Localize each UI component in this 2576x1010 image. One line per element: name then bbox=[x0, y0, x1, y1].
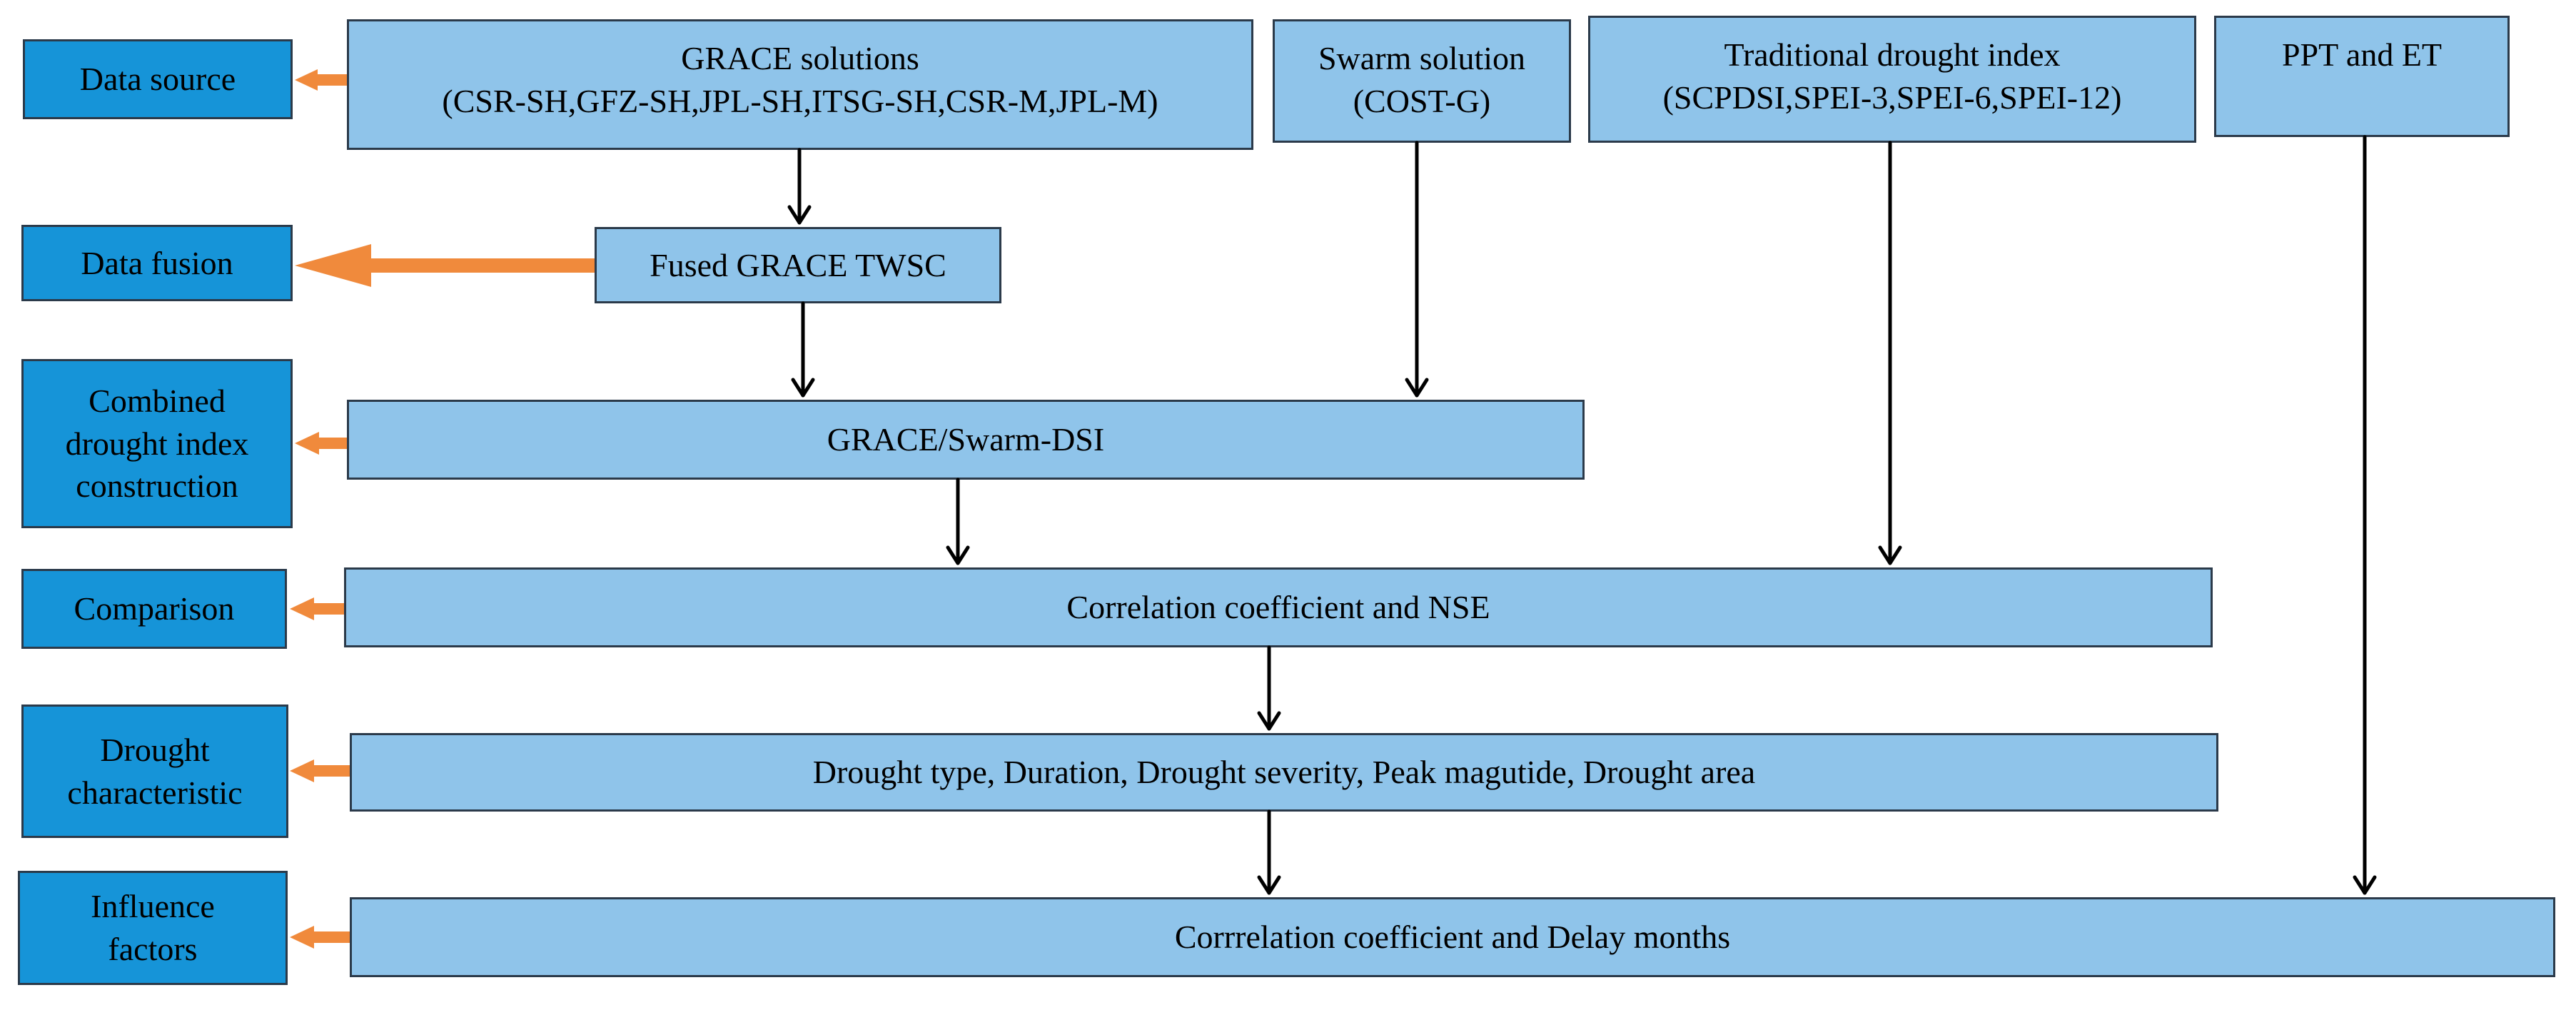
label-influence-factors: Influence factors bbox=[18, 871, 288, 985]
label-line: Drought bbox=[100, 731, 210, 768]
box-line: (CSR-SH,GFZ-SH,JPL-SH,ITSG-SH,CSR-M,JPL-… bbox=[442, 82, 1158, 119]
label-line: Combined bbox=[89, 382, 226, 419]
swarm-solution-box: Swarm solution (COST-G) bbox=[1273, 19, 1571, 143]
orange-arrow-data-source bbox=[295, 69, 347, 91]
label-line: Comparison bbox=[74, 590, 235, 627]
arrow-head bbox=[1257, 711, 1281, 731]
orange-arrow-drought-characteristic bbox=[290, 759, 350, 782]
box-line: GRACE solutions bbox=[681, 40, 919, 76]
arrow-head bbox=[1257, 875, 1281, 895]
box-line: Correlation coefficient and NSE bbox=[1066, 589, 1490, 626]
orange-arrows bbox=[290, 69, 595, 949]
grace-solutions-box: GRACE solutions (CSR-SH,GFZ-SH,JPL-SH,IT… bbox=[347, 19, 1253, 150]
orange-arrow-data-fusion bbox=[295, 244, 595, 287]
label-line: Influence bbox=[91, 888, 215, 925]
box-line: Corrrelation coefficient and Delay month… bbox=[1174, 919, 1731, 956]
arrow-head bbox=[1405, 378, 1429, 398]
box-line: PPT and ET bbox=[2281, 36, 2443, 73]
correlation-nse-box: Correlation coefficient and NSE bbox=[344, 567, 2213, 647]
black-arrows bbox=[787, 135, 2377, 895]
correlation-delay-box: Corrrelation coefficient and Delay month… bbox=[350, 897, 2555, 977]
label-data-source: Data source bbox=[23, 39, 293, 119]
drought-characteristic-box: Drought type, Duration, Drought severity… bbox=[350, 733, 2218, 812]
arrow-head bbox=[787, 205, 812, 225]
label-line: construction bbox=[76, 468, 238, 505]
label-comparison: Comparison bbox=[21, 569, 287, 649]
label-data-fusion: Data fusion bbox=[21, 225, 293, 301]
orange-arrow-influence bbox=[290, 926, 350, 949]
arrow-head bbox=[2353, 875, 2377, 895]
traditional-index-box: Traditional drought index (SCPDSI,SPEI-3… bbox=[1588, 16, 2196, 143]
box-line: (SCPDSI,SPEI-3,SPEI-6,SPEI-12) bbox=[1662, 79, 2122, 116]
box-line: Traditional drought index bbox=[1724, 36, 2061, 73]
label-line: factors bbox=[108, 931, 198, 967]
label-drought-characteristic: Drought characteristic bbox=[21, 705, 288, 838]
orange-arrow-combined bbox=[295, 432, 347, 455]
fused-grace-box: Fused GRACE TWSC bbox=[595, 227, 1001, 303]
box-line: (COST-G) bbox=[1353, 82, 1491, 119]
box-line: Fused GRACE TWSC bbox=[650, 246, 946, 283]
box-line: Drought type, Duration, Drought severity… bbox=[812, 754, 1756, 791]
label-line: Data fusion bbox=[81, 244, 233, 281]
label-line: Data source bbox=[79, 61, 236, 98]
arrow-head bbox=[1878, 545, 1902, 565]
arrow-head bbox=[946, 545, 970, 565]
box-line: Swarm solution bbox=[1318, 40, 1526, 76]
label-combined-index: Combined drought index construction bbox=[21, 359, 293, 528]
arrow-head bbox=[791, 378, 815, 398]
ppt-et-box: PPT and ET bbox=[2214, 16, 2510, 137]
orange-arrow-comparison bbox=[290, 597, 344, 620]
label-line: characteristic bbox=[67, 774, 243, 811]
grace-swarm-dsi-box: GRACE/Swarm-DSI bbox=[347, 400, 1585, 480]
box-line: GRACE/Swarm-DSI bbox=[827, 421, 1105, 458]
label-line: drought index bbox=[65, 425, 249, 462]
